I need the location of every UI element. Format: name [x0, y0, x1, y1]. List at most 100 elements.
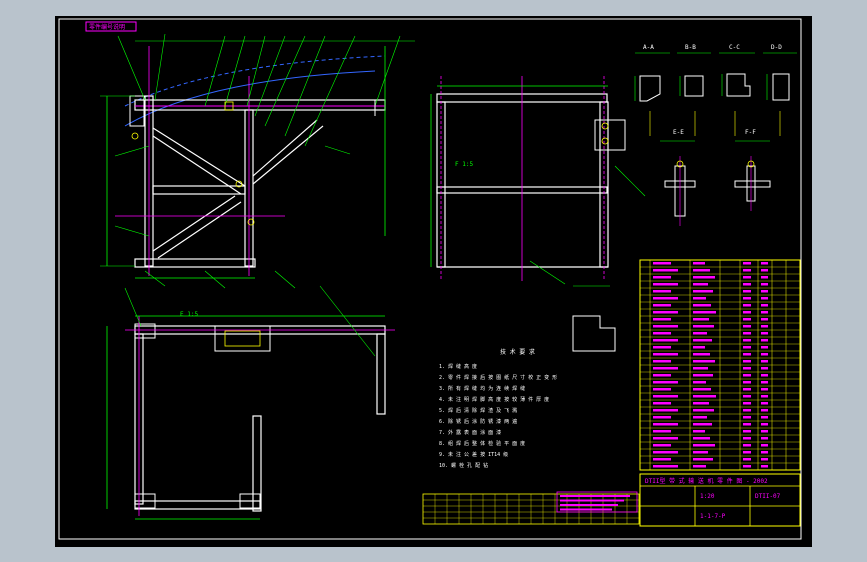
- parts-table-cell-mark: [653, 360, 671, 363]
- parts-table-cell-mark: [743, 367, 751, 370]
- parts-table-cell-mark: [743, 423, 751, 426]
- parts-table-cell-mark: [761, 395, 768, 398]
- parts-table-cell-mark: [693, 332, 707, 335]
- parts-table-cell-mark: [761, 360, 768, 363]
- parts-table-cell-mark: [653, 269, 678, 272]
- parts-table-cell-mark: [693, 318, 709, 321]
- title-tab: 零件编号说明: [85, 21, 137, 32]
- parts-table-cell-mark: [693, 395, 716, 398]
- parts-table-cell-mark: [743, 290, 751, 293]
- cad-viewport[interactable]: 零件编号说明: [55, 16, 812, 547]
- parts-table-cell-mark: [743, 402, 751, 405]
- detail-label-f: F-F: [745, 129, 756, 136]
- parts-table-cell-mark: [693, 262, 705, 265]
- parts-table-cell-mark: [693, 304, 711, 307]
- parts-table-cell-mark: [653, 318, 671, 321]
- note-line: 4. 未 注 明 焊 脚 高 度 按 较 薄 件 厚 度: [439, 396, 549, 403]
- parts-table-cell-mark: [653, 395, 678, 398]
- parts-table-cell-mark: [653, 430, 671, 433]
- parts-table-cell-mark: [653, 367, 678, 370]
- parts-table-cell-mark: [693, 346, 705, 349]
- parts-table-cell-mark: [693, 311, 716, 314]
- parts-table-cell-mark: [653, 325, 678, 328]
- parts-table-cell-mark: [693, 325, 714, 328]
- svg-text:F 1:5: F 1:5: [455, 161, 473, 168]
- note-line: 5. 焊 后 清 除 焊 渣 及 飞 溅: [439, 407, 517, 414]
- parts-table-cell-mark: [743, 304, 751, 307]
- parts-table-cell-mark: [653, 297, 678, 300]
- parts-table-cell-mark: [653, 276, 671, 279]
- parts-table-cell-mark: [693, 416, 707, 419]
- parts-table-cell-mark: [743, 416, 751, 419]
- parts-table-cell-mark: [761, 339, 768, 342]
- parts-table-cell-mark: [653, 346, 671, 349]
- section-label-c: C-C: [729, 44, 740, 51]
- parts-table-cell-mark: [653, 311, 678, 314]
- note-line: 9. 未 注 公 差 按 IT14 级: [439, 451, 508, 458]
- parts-table-cell-mark: [693, 367, 708, 370]
- parts-table-cell-mark: [761, 262, 768, 265]
- title-tab-label: 零件编号说明: [89, 23, 125, 31]
- parts-table-cell-mark: [743, 332, 751, 335]
- technical-notes: 技 术 要 求 1. 焊 缝 高 度 2. 零 件 焊 接 后 按 图 纸 尺 …: [439, 348, 557, 469]
- parts-table-cell-mark: [653, 409, 678, 412]
- parts-table-cell-mark: [761, 430, 768, 433]
- title-block-project: DTII型 带 式 输 送 机 零 件 图 - 2002: [645, 477, 768, 485]
- parts-table-cell-mark: [761, 402, 768, 405]
- parts-table-cell-mark: [743, 430, 751, 433]
- parts-table-cell-mark: [761, 318, 768, 321]
- title-block-drawing-no: DTII-07: [755, 493, 781, 500]
- parts-table-cell-mark: [761, 451, 768, 454]
- revision-note-mark: [560, 495, 630, 497]
- parts-table-cell-mark: [761, 409, 768, 412]
- parts-table-cell-mark: [693, 423, 712, 426]
- revision-note-mark: [560, 499, 624, 502]
- parts-table-cell-mark: [743, 444, 751, 447]
- parts-table-cell-mark: [761, 416, 768, 419]
- parts-table-cell-mark: [743, 262, 751, 265]
- parts-table-cell-mark: [761, 388, 768, 391]
- note-line: 10. 螺 栓 孔 配 钻: [439, 462, 488, 469]
- parts-table-cell-mark: [743, 395, 751, 398]
- parts-table-cell-mark: [743, 318, 751, 321]
- parts-table-cell-mark: [761, 269, 768, 272]
- parts-table-cell-mark: [693, 353, 710, 356]
- parts-table-cell-mark: [693, 339, 712, 342]
- parts-table-cell-mark: [761, 325, 768, 328]
- plan-view: E 1:5: [106, 285, 395, 520]
- parts-table-cell-mark: [693, 451, 708, 454]
- parts-table-cell-mark: [653, 416, 671, 419]
- section-label-group: A-A B-B C-C D-D E-E F-F: [643, 44, 782, 136]
- parts-table-cell-mark: [653, 465, 678, 468]
- parts-table-cell-mark: [653, 283, 678, 286]
- parts-table-cell-mark: [743, 353, 751, 356]
- parts-table-cell-mark: [653, 332, 671, 335]
- parts-table-cell-mark: [761, 276, 768, 279]
- parts-table-cell-mark: [653, 402, 671, 405]
- parts-table-cell-mark: [761, 437, 768, 440]
- parts-table-cell-mark: [693, 388, 711, 391]
- title-block-scale: 1:20: [700, 493, 715, 500]
- parts-table-cell-mark: [743, 465, 751, 468]
- note-line: 1. 焊 缝 高 度: [439, 363, 477, 370]
- parts-table-cell-mark: [693, 381, 706, 384]
- parts-table-cell-mark: [653, 444, 671, 447]
- parts-table-cell-mark: [743, 346, 751, 349]
- parts-table-cell-mark: [653, 451, 678, 454]
- front-view: [100, 33, 415, 289]
- parts-list-table: [639, 259, 801, 471]
- section-label-a: A-A: [643, 44, 654, 51]
- parts-table-cell-mark: [761, 367, 768, 370]
- parts-table-cell-mark: [693, 283, 708, 286]
- parts-table-cell-mark: [743, 276, 751, 279]
- parts-table-cell-mark: [743, 360, 751, 363]
- revision-grid: [422, 491, 640, 525]
- cad-drawing[interactable]: 零件编号说明: [55, 16, 812, 547]
- parts-table-cell-mark: [761, 283, 768, 286]
- parts-table-cell-mark: [653, 339, 678, 342]
- parts-table-cell-mark: [743, 325, 751, 328]
- parts-table-cell-mark: [743, 437, 751, 440]
- drawing-frame: [58, 18, 802, 540]
- parts-table-cell-mark: [743, 339, 751, 342]
- parts-table-cell-mark: [761, 444, 768, 447]
